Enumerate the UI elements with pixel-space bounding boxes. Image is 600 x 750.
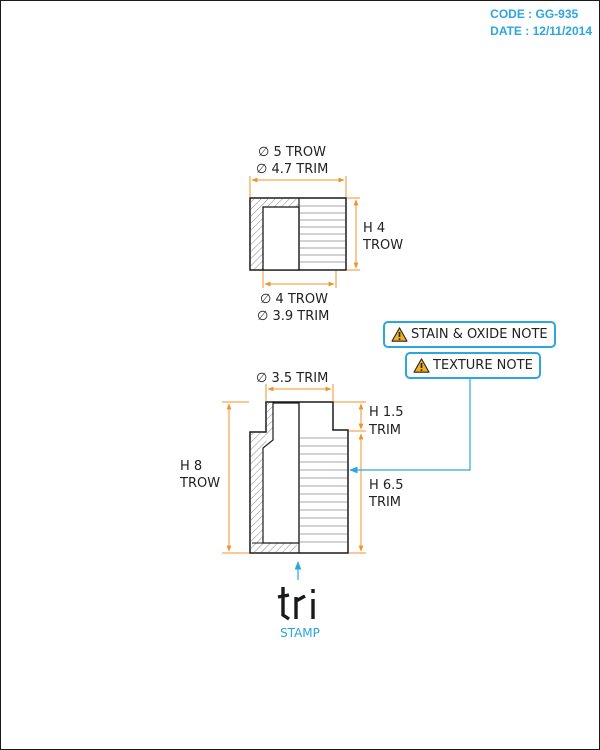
- top-dim-top-line2: ∅ 4.7 TRIM: [256, 162, 328, 177]
- top-part-bore: [262, 206, 300, 271]
- bottom-dim-top: ∅ 3.5 TRIM: [256, 371, 328, 386]
- top-part: ∅ 5 TROW ∅ 4.7 TRIM H 4 TROW ∅ 4 TROW ∅ …: [249, 145, 403, 324]
- bottom-dim-right-top-line1: H 1.5: [369, 405, 404, 420]
- bottom-part-texture: [300, 437, 347, 543]
- bottom-dim-right-top-line2: TRIM: [368, 423, 401, 438]
- bottom-part-upper-height-dimension: [334, 401, 366, 432]
- bottom-dim-right-bottom-line1: H 6.5: [369, 478, 404, 493]
- drawing-code: CODE : GG-935: [490, 7, 579, 21]
- bottom-part-overall-height-dimension: [222, 401, 249, 554]
- top-part-diameter-top-dimension: [249, 176, 347, 197]
- warning-triangle-icon: [413, 358, 430, 373]
- top-dim-bottom-line2: ∅ 3.9 TRIM: [257, 309, 329, 324]
- texture-note-label: TEXTURE NOTE: [433, 358, 533, 373]
- texture-note-leader: [349, 379, 471, 474]
- bottom-part-lower-height-dimension: [349, 433, 366, 554]
- texture-note[interactable]: TEXTURE NOTE: [405, 352, 541, 379]
- bottom-part: ∅ 3.5 TRIM H 8 TROW H 1.5 TRIM H 6.5 TRI…: [179, 371, 404, 554]
- stamp-logo: [277, 587, 315, 621]
- top-dim-right-line1: H 4: [363, 221, 385, 236]
- top-part-diameter-bottom-dimension: [262, 271, 337, 288]
- warning-triangle-icon: [391, 327, 408, 342]
- top-dim-top-line1: ∅ 5 TROW: [258, 145, 326, 160]
- top-part-height-dimension: [347, 197, 360, 271]
- bottom-dim-left-line1: H 8: [180, 459, 202, 474]
- stain-oxide-note[interactable]: STAIN & OXIDE NOTE: [383, 321, 556, 348]
- stain-oxide-note-label: STAIN & OXIDE NOTE: [411, 327, 548, 342]
- title-block: CODE : GG-935 DATE : 12/11/2014: [490, 6, 592, 40]
- drawing-date: DATE : 12/11/2014: [490, 24, 592, 38]
- top-dim-bottom-line1: ∅ 4 TROW: [260, 292, 328, 307]
- top-dim-right-line2: TROW: [362, 238, 403, 253]
- top-part-texture: [300, 205, 345, 263]
- top-part-hatch-top: [263, 199, 299, 207]
- stamp-mark: [276, 583, 322, 627]
- bottom-part-diameter-dimension: [265, 384, 334, 401]
- bottom-dim-left-line2: TROW: [179, 476, 220, 491]
- stamp-label: STAMP: [280, 626, 320, 640]
- top-part-hatch-left: [251, 199, 263, 269]
- bottom-dim-right-bottom-line2: TRIM: [368, 495, 401, 510]
